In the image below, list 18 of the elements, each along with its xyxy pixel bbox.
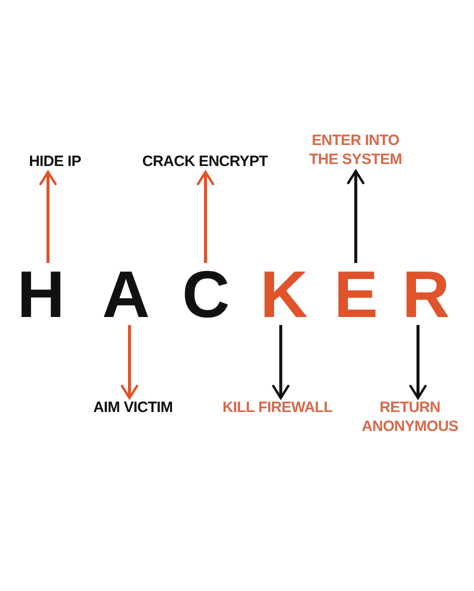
arrow-label: AIM VICTIM — [78, 398, 188, 418]
arrow — [196, 170, 214, 263]
arrow — [347, 170, 364, 263]
letter: K — [258, 263, 310, 325]
arrow — [39, 170, 57, 263]
arrow-label: CRACK ENCRYPT — [130, 152, 280, 172]
letter: C — [180, 263, 232, 325]
arrow — [120, 325, 138, 400]
letter: A — [100, 263, 152, 325]
arrow-label: KILL FIREWALL — [210, 398, 345, 418]
arrow-label: HIDE IP — [10, 152, 100, 172]
arrow-label: ENTER INTO THE SYSTEM — [298, 131, 413, 171]
arrow — [272, 325, 290, 400]
arrow — [409, 325, 427, 400]
letter: R — [400, 263, 452, 325]
letter: H — [15, 263, 67, 325]
arrow-label: RETURN ANONYMOUS — [348, 398, 472, 438]
letter: E — [330, 263, 382, 325]
